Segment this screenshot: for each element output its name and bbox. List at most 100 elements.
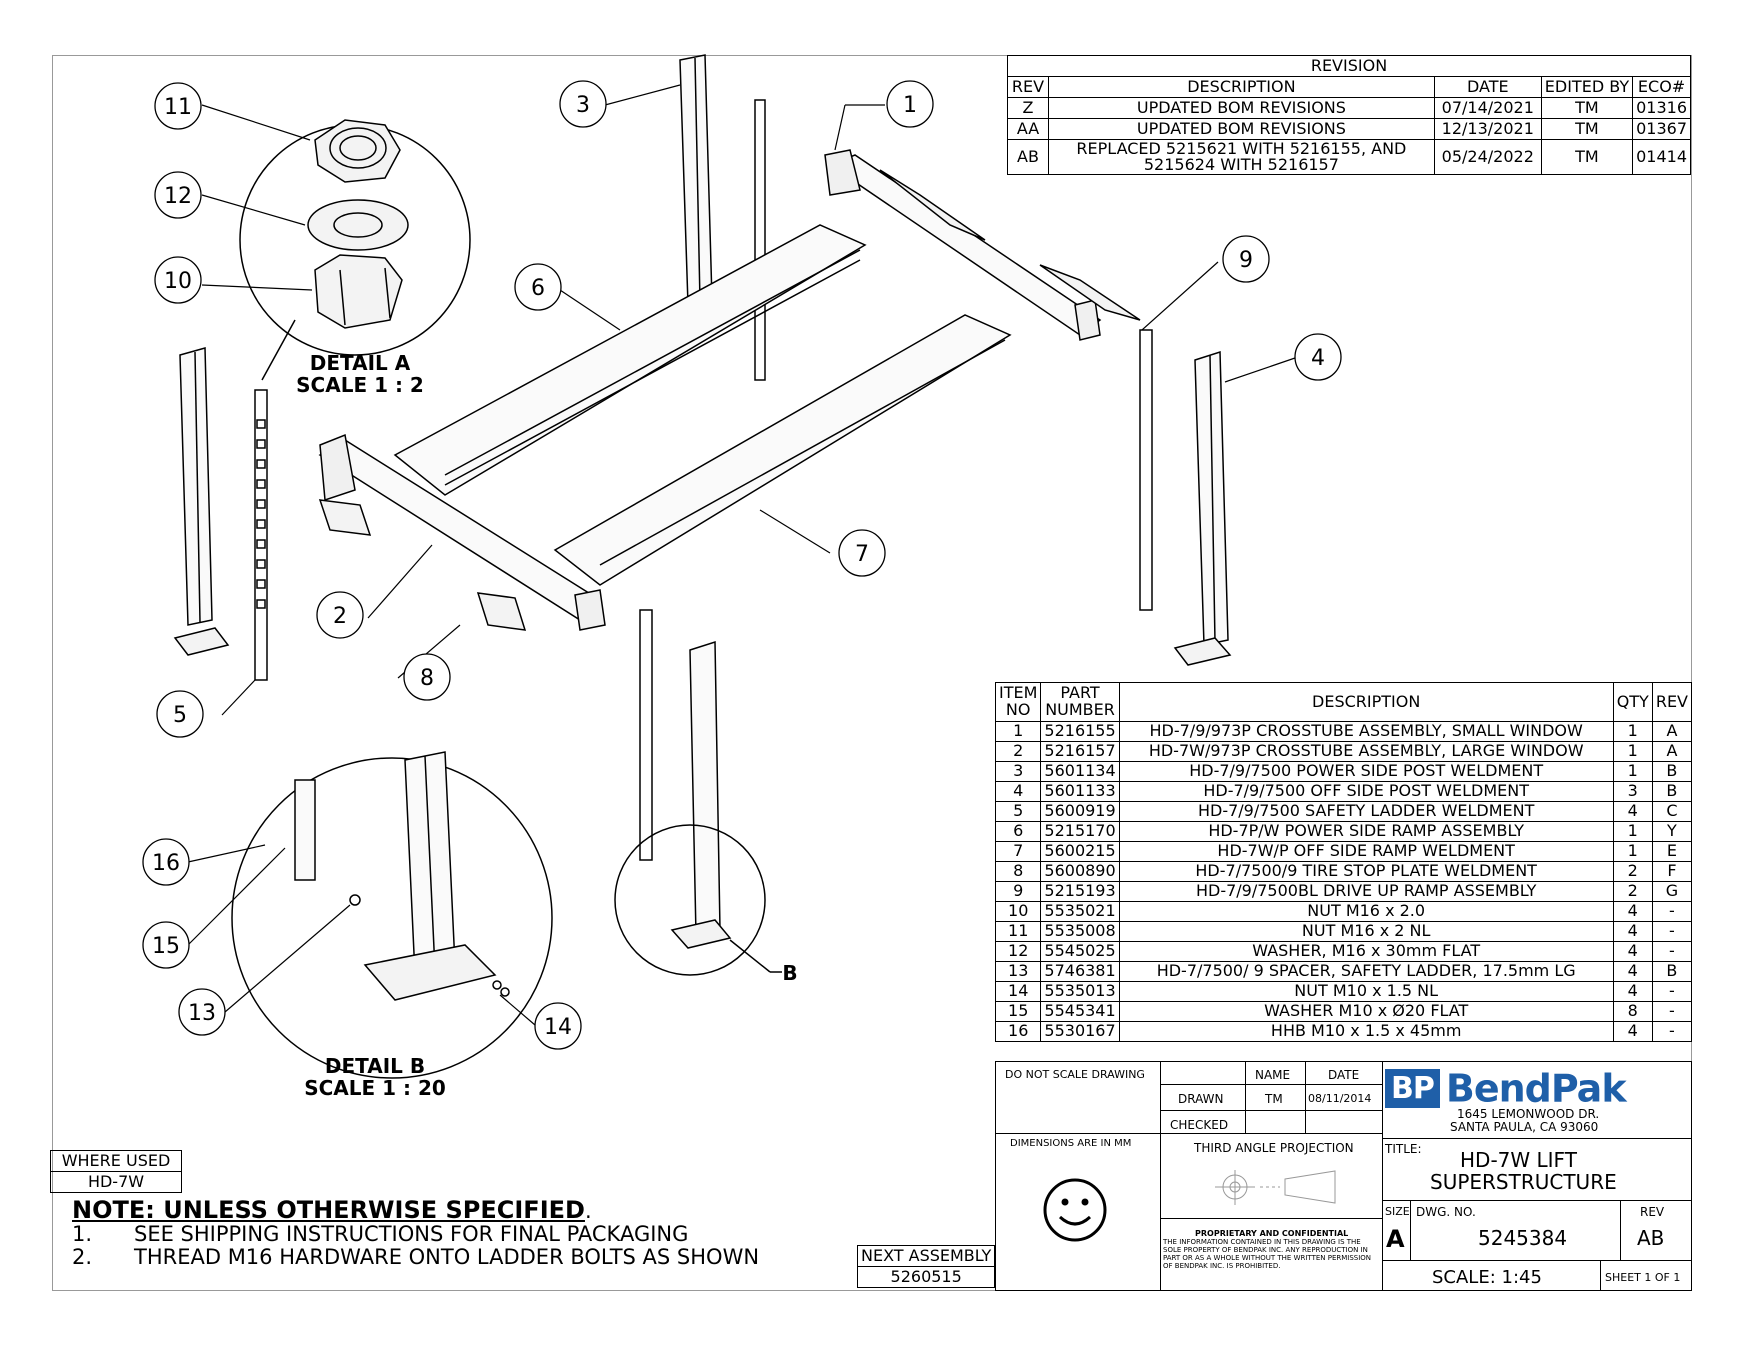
bom-cell: 1 <box>994 721 1042 742</box>
bom-cell: 2 <box>1612 861 1653 882</box>
bom-cell: 4 <box>1612 901 1653 922</box>
balloon-5: 5 <box>173 703 187 728</box>
where-used-label: WHERE USED <box>50 1150 182 1172</box>
bom-cell: WASHER, M16 x 30mm FLAT <box>1118 941 1614 962</box>
detail-b-letter: B <box>782 961 797 985</box>
table-row: AB REPLACED 5215621 WITH 5216155, AND 52… <box>1007 139 1691 175</box>
bom-cell: 5600890 <box>1040 861 1120 882</box>
bom-cell: - <box>1651 1001 1693 1022</box>
bom-cell: 9 <box>994 881 1042 902</box>
sheet-value: SHEET 1 OF 1 <box>1605 1271 1681 1284</box>
bom-cell: A <box>1651 741 1693 762</box>
bom-header: DESCRIPTION <box>1118 682 1614 722</box>
where-used-value: HD-7W <box>50 1171 182 1193</box>
balloon-14: 14 <box>544 1015 572 1040</box>
bill-of-materials: ITEM NO PART NUMBER DESCRIPTION QTY REV … <box>994 682 1693 1042</box>
balloon-2: 2 <box>333 604 347 629</box>
bom-cell: 5535008 <box>1040 921 1120 942</box>
title-block <box>995 1061 1692 1291</box>
bom-cell: 15 <box>994 1001 1042 1022</box>
bom-cell: HD-7W/973P CROSSTUBE ASSEMBLY, LARGE WIN… <box>1118 741 1614 762</box>
bom-cell: 12 <box>994 941 1042 962</box>
size-label: SIZE <box>1385 1205 1410 1218</box>
date-header: DATE <box>1328 1068 1360 1082</box>
revision-title: REVISION <box>1007 55 1691 77</box>
dwg-no-label: DWG. NO. <box>1416 1205 1476 1219</box>
bom-cell: 2 <box>994 741 1042 762</box>
bom-cell: 5601134 <box>1040 761 1120 782</box>
bom-cell: NUT M10 x 1.5 NL <box>1118 981 1614 1002</box>
rev-header: EDITED BY <box>1540 76 1634 98</box>
proprietary-title: PROPRIETARY AND CONFIDENTIAL <box>1195 1229 1349 1238</box>
next-assembly-label: NEXT ASSEMBLY <box>856 1245 996 1267</box>
dimensions-note: DIMENSIONS ARE IN MM <box>1010 1138 1132 1149</box>
table-row: Z UPDATED BOM REVISIONS 07/14/2021 TM 01… <box>1007 97 1691 119</box>
tb-divider <box>1410 1200 1411 1260</box>
size-value: A <box>1386 1225 1405 1253</box>
bendpak-wordmark: BendPak <box>1445 1066 1627 1111</box>
bom-cell: B <box>1651 961 1693 982</box>
drawing-border <box>52 55 1692 1291</box>
note-item: 2. THREAD M16 HARDWARE ONTO LADDER BOLTS… <box>72 1245 760 1270</box>
rev-header: REV <box>1007 76 1049 98</box>
bom-cell: HD-7P/W POWER SIDE RAMP ASSEMBLY <box>1118 821 1614 842</box>
tb-divider <box>1382 1260 1692 1261</box>
drawn-date: 08/11/2014 <box>1308 1092 1372 1105</box>
drawn-name: TM <box>1265 1092 1283 1106</box>
bom-cell: 5746381 <box>1040 961 1120 982</box>
bom-cell: B <box>1651 781 1693 802</box>
detail-b-label: DETAIL B SCALE 1 : 20 <box>304 1054 446 1100</box>
balloon-12: 12 <box>164 184 192 209</box>
note-item: 1. SEE SHIPPING INSTRUCTIONS FOR FINAL P… <box>72 1222 689 1247</box>
proprietary-text: THE INFORMATION CONTAINED IN THIS DRAWIN… <box>1163 1238 1372 1271</box>
bom-cell: E <box>1651 841 1693 862</box>
bom-cell: 5216157 <box>1040 741 1120 762</box>
next-assembly-table: NEXT ASSEMBLY 5260515 <box>856 1245 996 1288</box>
bom-cell: 13 <box>994 961 1042 982</box>
rev-header: ECO# <box>1632 76 1691 98</box>
bom-cell: B <box>1651 761 1693 782</box>
detail-a-label: DETAIL A SCALE 1 : 2 <box>296 351 424 397</box>
bom-cell: HD-7/7500/9 TIRE STOP PLATE WELDMENT <box>1118 861 1614 882</box>
bom-cell: 5216155 <box>1040 721 1120 742</box>
balloon-7: 7 <box>855 542 869 567</box>
table-row: AA UPDATED BOM REVISIONS 12/13/2021 TM 0… <box>1007 118 1691 140</box>
bom-cell: - <box>1651 901 1693 922</box>
balloon-11: 11 <box>164 95 192 120</box>
bom-cell: NUT M16 x 2 NL <box>1118 921 1614 942</box>
rev-header: DESCRIPTION <box>1048 76 1435 98</box>
revision-table: REVISION REV DESCRIPTION DATE EDITED BY … <box>1007 55 1691 175</box>
balloon-4: 4 <box>1311 346 1325 371</box>
bom-cell: HHB M10 x 1.5 x 45mm <box>1118 1021 1614 1042</box>
bom-cell: 1 <box>1612 821 1653 842</box>
address-line-2: SANTA PAULA, CA 93060 <box>1450 1120 1599 1134</box>
balloon-15: 15 <box>152 934 180 959</box>
bom-cell: F <box>1651 861 1693 882</box>
bom-cell: 4 <box>994 781 1042 802</box>
tb-divider <box>995 1133 1382 1134</box>
bom-cell: 5535013 <box>1040 981 1120 1002</box>
bom-cell: HD-7/9/7500BL DRIVE UP RAMP ASSEMBLY <box>1118 881 1614 902</box>
smiley-icon <box>1043 1178 1107 1242</box>
bom-cell: 4 <box>1612 921 1653 942</box>
tb-divider <box>1160 1218 1382 1219</box>
bom-cell: 6 <box>994 821 1042 842</box>
bom-cell: 5601133 <box>1040 781 1120 802</box>
balloon-9: 9 <box>1239 248 1253 273</box>
title-label: TITLE: <box>1385 1142 1422 1156</box>
bom-cell: 3 <box>1612 781 1653 802</box>
balloon-8: 8 <box>420 666 434 691</box>
bom-cell: 5545025 <box>1040 941 1120 962</box>
next-assembly-value: 5260515 <box>856 1266 996 1288</box>
title-line-2: SUPERSTRUCTURE <box>1430 1170 1617 1194</box>
